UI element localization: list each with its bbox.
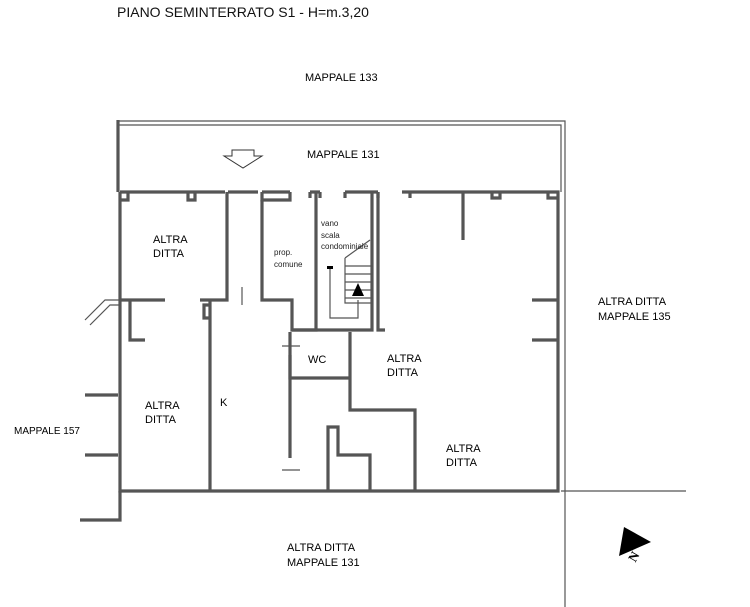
room-bottom-right-2: DITTA (446, 457, 477, 469)
room-bottom-right-1: ALTRA (446, 443, 481, 455)
site-boundary (118, 120, 686, 607)
room-bottom-left-1: ALTRA (145, 400, 180, 412)
room-common-1: prop. (274, 248, 293, 257)
room-stair-2: scala (321, 231, 340, 240)
room-stair-3: condominiale (321, 242, 369, 251)
walls (80, 120, 560, 522)
entrance-arrow-icon (222, 149, 264, 169)
label-mappale-133: MAPPALE 133 (305, 72, 378, 84)
label-south-1: ALTRA DITTA (287, 542, 356, 554)
room-common-2: comune (274, 260, 303, 269)
plan-title: PIANO SEMINTERRATO S1 - H=m.3,20 (117, 4, 369, 20)
label-south-2: MAPPALE 131 (287, 557, 360, 569)
stair-up-arrow-icon (352, 283, 364, 296)
room-wc: WC (308, 354, 327, 366)
room-top-left-1: ALTRA (153, 234, 188, 246)
room-k: K (220, 397, 228, 409)
label-east-1: ALTRA DITTA (598, 296, 667, 308)
room-center-2: DITTA (387, 367, 418, 379)
room-center-1: ALTRA (387, 353, 422, 365)
stairs (327, 239, 372, 319)
label-mappale-157: MAPPALE 157 (14, 426, 80, 437)
label-mappale-131-north: MAPPALE 131 (307, 149, 380, 161)
north-arrow-icon (619, 527, 651, 556)
label-east-2: MAPPALE 135 (598, 311, 671, 323)
room-top-left-2: DITTA (153, 248, 184, 260)
room-stair-1: vano (321, 219, 339, 228)
room-bottom-left-2: DITTA (145, 414, 176, 426)
